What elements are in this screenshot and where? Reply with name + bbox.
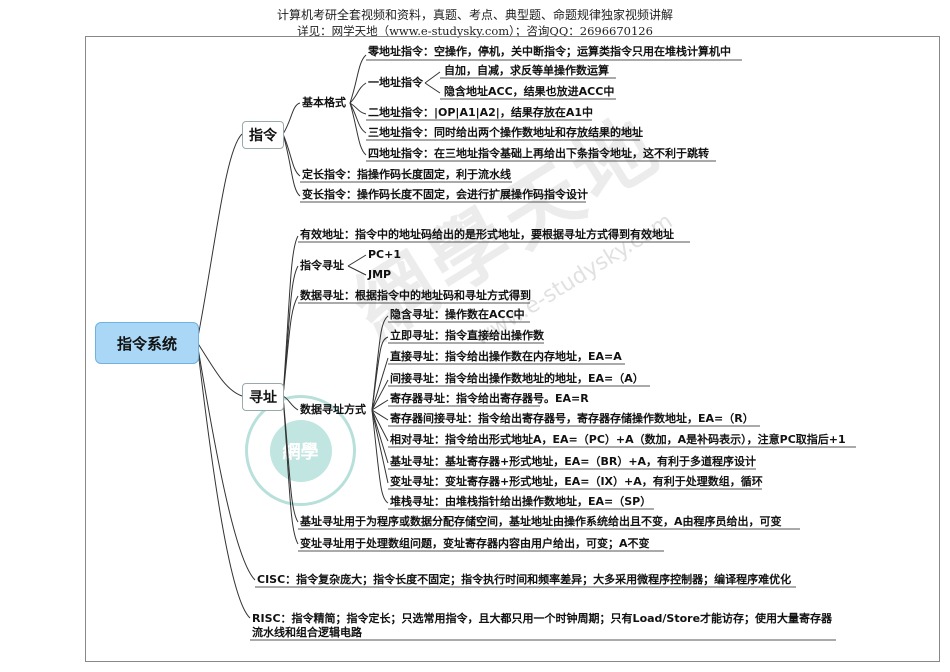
watermark-stamp: 網學 <box>245 395 356 506</box>
node-fixed-length: 定长指令：指操作码长度固定，利于流水线 <box>302 168 511 181</box>
mode-stack: 堆栈寻址：由堆栈指针给出操作数地址，EA=（SP） <box>390 495 652 508</box>
node-variable-length: 变长指令：操作码长度不固定，会进行扩展操作码指令设计 <box>302 188 588 201</box>
stamp-text: 網學 <box>269 419 332 482</box>
mode-direct: 直接寻址：指令给出操作数在内存地址，EA=A <box>390 350 622 363</box>
mode-register-indirect: 寄存器间接寻址：指令给出寄存器号，寄存器存储操作数地址，EA=（R） <box>390 412 754 425</box>
node-data-addressing-modes: 数据寻址方式 <box>300 403 366 416</box>
node-basic-format: 基本格式 <box>302 96 346 109</box>
node-two-address: 二地址指令：|OP|A1|A2|，结果存放在A1中 <box>368 106 593 119</box>
node-data-addressing: 数据寻址：根据指令中的地址码和寻址方式得到 <box>300 289 531 302</box>
root-node: 指令系统 <box>95 322 199 364</box>
mode-relative: 相对寻址：指令给出形式地址A，EA=（PC）+A（数加，A是补码表示），注意PC… <box>390 433 846 446</box>
node-index-usage: 变址寻址用于处理数组问题，变址寄存器内容由用户给出，可变；A不变 <box>300 537 650 550</box>
mode-immediate: 立即寻址：指令直接给出操作数 <box>390 329 544 342</box>
mode-implied: 隐含寻址：操作数在ACC中 <box>390 308 525 321</box>
node-three-address: 三地址指令：同时给出两个操作数地址和存放结果的地址 <box>368 126 643 139</box>
node-risc-line1: RISC：指令精简；指令定长；只选常用指令，且大都只用一个时钟周期；只有Load… <box>252 612 833 625</box>
node-four-address: 四地址指令：在三地址指令基础上再给出下条指令地址，这不利于跳转 <box>368 147 709 160</box>
mode-base: 基址寻址：基址寄存器+形式地址，EA=（BR）+A，有利于多道程序设计 <box>390 455 757 468</box>
header-line-1: 计算机考研全套视频和资料，真题、考点、典型题、命题规律独家视频讲解 <box>276 8 673 22</box>
node-cisc: CISC：指令复杂庞大；指令长度不固定；指令执行时间和频率差异；大多采用微程序控… <box>257 573 792 586</box>
mode-register: 寄存器寻址：指令给出寄存器号。EA=R <box>390 392 589 405</box>
node-risc-line2: 流水线和组合逻辑电路 <box>252 626 362 639</box>
node-instruction: 指令 <box>242 121 284 149</box>
node-base-usage: 基址寻址用于为程序或数据分配存储空间，基址地址由操作系统给出且不变，A由程序员给… <box>300 515 782 528</box>
node-addressing: 寻址 <box>242 383 284 411</box>
node-pc-plus-1: PC+1 <box>368 248 402 261</box>
header-line-2: 详见：网学天地（www.e-studysky.com）；咨询QQ：2696670… <box>297 24 653 38</box>
mode-index: 变址寻址：变址寄存器+形式地址，EA=（IX）+A，有利于处理数组，循环 <box>390 475 763 488</box>
node-one-address-a: 自加，自减，求反等单操作数运算 <box>444 64 609 77</box>
diagram-frame <box>85 36 940 662</box>
node-one-address: 一地址指令 <box>368 76 423 89</box>
node-effective-address: 有效地址：指令中的地址码给出的是形式地址，要根据寻址方式得到有效地址 <box>300 228 674 241</box>
node-jmp: JMP <box>368 268 392 281</box>
node-instruction-addressing: 指令寻址 <box>300 259 344 272</box>
node-zero-address: 零地址指令：空操作，停机，关中断指令；运算类指令只用在堆栈计算机中 <box>368 45 731 58</box>
mode-indirect: 间接寻址：指令给出操作数地址的地址，EA=（A） <box>390 372 644 385</box>
node-one-address-b: 隐含地址ACC，结果也放进ACC中 <box>444 85 615 98</box>
